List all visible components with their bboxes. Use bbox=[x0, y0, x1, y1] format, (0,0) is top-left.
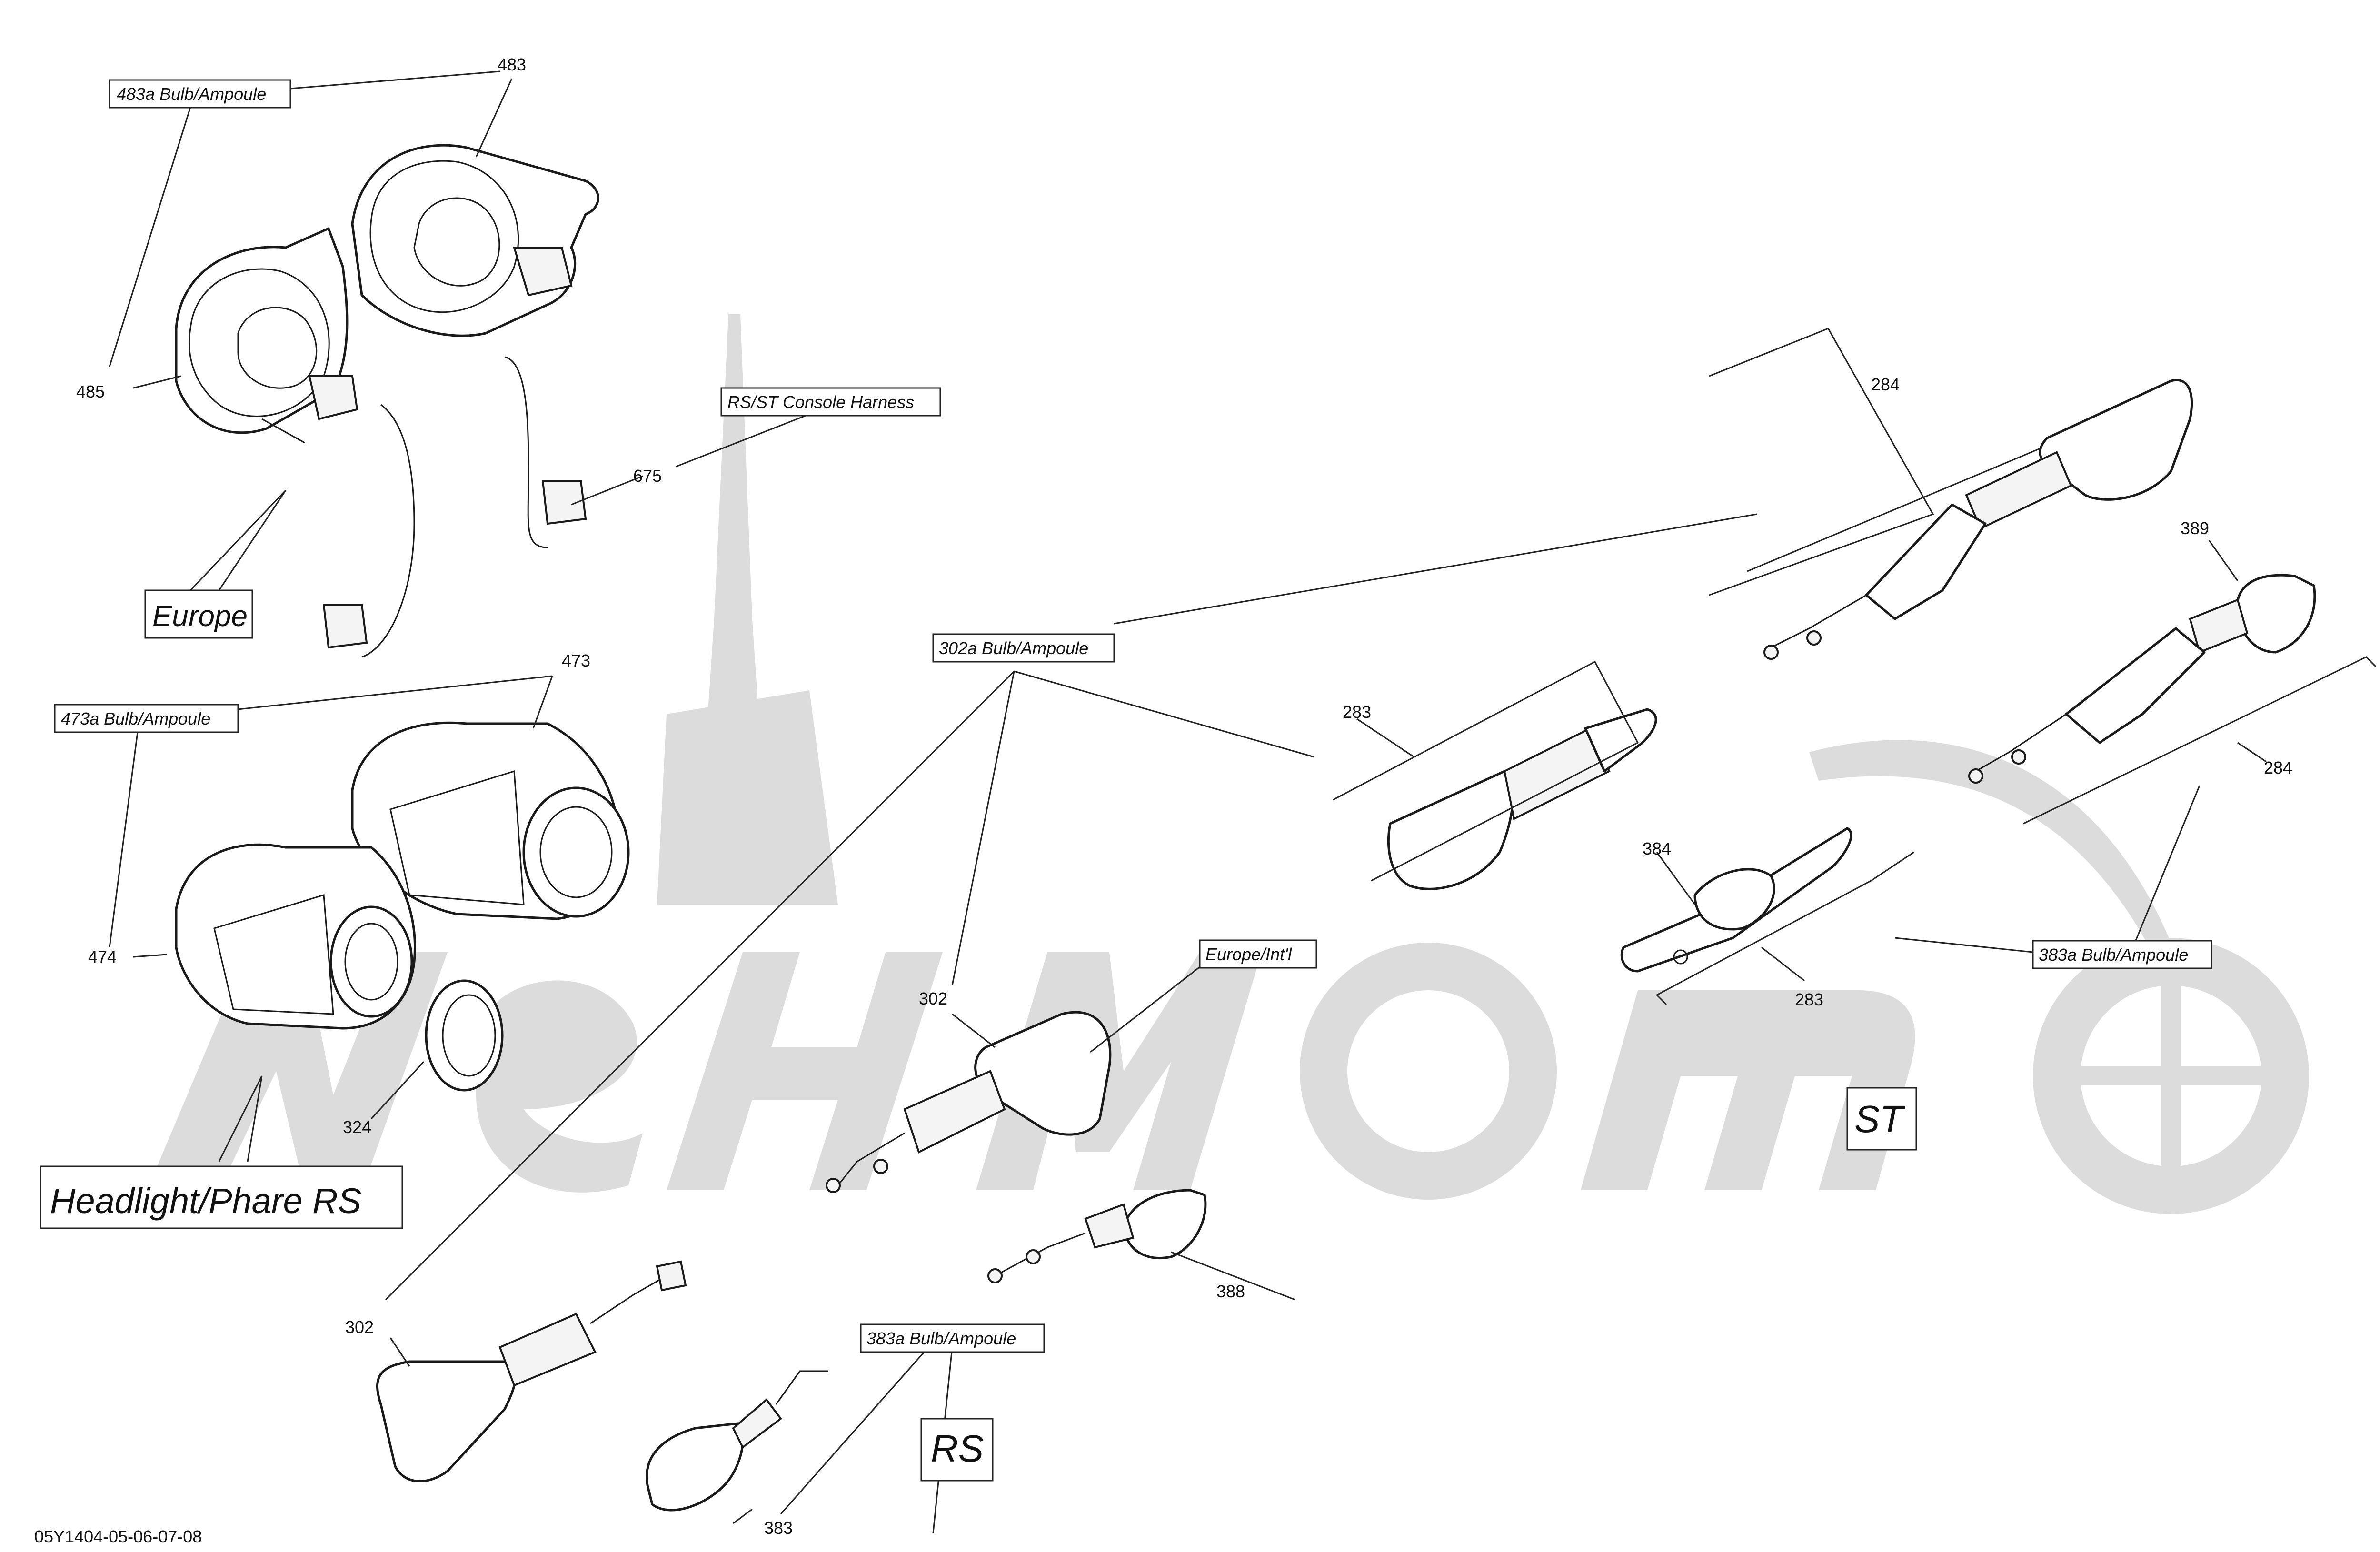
part-283-upper: 283 bbox=[1343, 702, 1371, 722]
svg-text:383a Bulb/Ampoule: 383a Bulb/Ampoule bbox=[2039, 945, 2188, 965]
turn-signal-283-upper bbox=[1387, 708, 1657, 890]
svg-text:ST: ST bbox=[1854, 1098, 1905, 1140]
watermark bbox=[157, 314, 2309, 1214]
part-483: 483 bbox=[498, 55, 526, 74]
part-388: 388 bbox=[1216, 1282, 1245, 1301]
label-harness: RS/ST Console Harness bbox=[720, 387, 941, 417]
label-483a: 483a Bulb/Ampoule bbox=[109, 79, 291, 109]
part-675: 675 bbox=[633, 466, 662, 486]
part-485: 485 bbox=[76, 382, 105, 401]
headlight-rs-474 bbox=[175, 843, 417, 1030]
svg-text:383a Bulb/Ampoule: 383a Bulb/Ampoule bbox=[866, 1329, 1016, 1348]
part-302-lower: 302 bbox=[345, 1317, 374, 1337]
label-europe: Europe bbox=[144, 589, 253, 639]
part-284-upper: 284 bbox=[1871, 375, 1900, 394]
label-473a: 473a Bulb/Ampoule bbox=[54, 704, 239, 733]
part-324: 324 bbox=[343, 1117, 371, 1137]
turn-signal-388 bbox=[987, 1189, 1207, 1283]
label-383a-st: 383a Bulb/Ampoule bbox=[2032, 940, 2212, 969]
part-383: 383 bbox=[764, 1518, 793, 1538]
label-headlight-rs: Headlight/Phare RS bbox=[40, 1165, 403, 1229]
label-302a: 302a Bulb/Ampoule bbox=[932, 633, 1115, 663]
harness-675 bbox=[322, 356, 587, 658]
label-st: ST bbox=[1846, 1087, 1917, 1151]
svg-text:Headlight/Phare RS: Headlight/Phare RS bbox=[50, 1181, 361, 1221]
part-384: 384 bbox=[1643, 839, 1671, 858]
svg-text:Europe: Europe bbox=[152, 600, 248, 633]
turn-signal-302-lower bbox=[376, 1260, 687, 1482]
headlight-rs-473 bbox=[351, 721, 630, 920]
turn-signal-302-upper bbox=[826, 1011, 1112, 1193]
svg-text:RS: RS bbox=[931, 1427, 984, 1470]
label-383a-rs: 383a Bulb/Ampoule bbox=[860, 1323, 1045, 1353]
turn-signal-389-284-lower bbox=[1968, 574, 2316, 784]
svg-text:Europe/Int'l: Europe/Int'l bbox=[1205, 945, 1292, 964]
label-rs: RS bbox=[920, 1418, 994, 1482]
part-474: 474 bbox=[88, 947, 117, 966]
lens-cover-324 bbox=[425, 979, 504, 1092]
diagram-code: 05Y1404-05-06-07-08 bbox=[34, 1527, 202, 1546]
part-473: 473 bbox=[562, 651, 590, 670]
svg-text:302a Bulb/Ampoule: 302a Bulb/Ampoule bbox=[939, 638, 1088, 658]
part-numbers: 483 485 675 473 474 324 302 302 383 388 … bbox=[76, 55, 2292, 1538]
svg-text:473a Bulb/Ampoule: 473a Bulb/Ampoule bbox=[61, 709, 210, 728]
part-302-upper: 302 bbox=[919, 989, 947, 1008]
leader-lines bbox=[109, 70, 2377, 1533]
part-284-lower: 284 bbox=[2264, 758, 2292, 777]
svg-text:RS/ST Console Harness: RS/ST Console Harness bbox=[727, 392, 914, 412]
headlight-europe-483 bbox=[351, 144, 599, 337]
part-283-lower: 283 bbox=[1795, 990, 1823, 1009]
turn-signal-283-lower bbox=[1620, 827, 1852, 973]
headlight-europe-485 bbox=[175, 227, 358, 444]
turn-signal-284-upper bbox=[1763, 379, 2193, 660]
label-europe-intl: Europe/Int'l bbox=[1199, 939, 1317, 969]
turn-signal-383-rs bbox=[646, 1370, 828, 1512]
part-389: 389 bbox=[2181, 518, 2209, 538]
svg-text:483a Bulb/Ampoule: 483a Bulb/Ampoule bbox=[117, 84, 266, 104]
